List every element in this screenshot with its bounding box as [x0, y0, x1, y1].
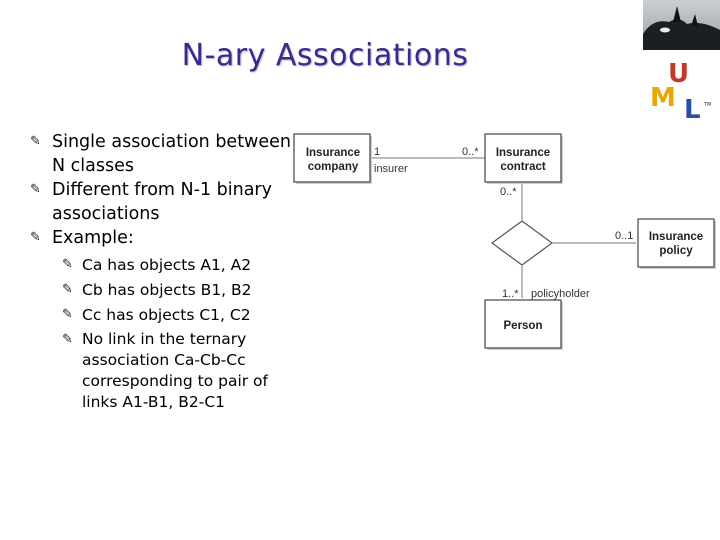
- sub-bullet-item: ✎ Cc has objects C1, C2: [62, 304, 300, 326]
- pencil-bullet-icon: ✎: [62, 307, 73, 322]
- uml-tm: TM: [703, 102, 711, 108]
- multiplicity-label: 0..*: [462, 146, 479, 158]
- class-name-line: Insurance: [649, 231, 703, 243]
- multiplicity-label: 0..1: [615, 230, 633, 242]
- class-person: [484, 299, 562, 349]
- pencil-bullet-icon: ✎: [62, 332, 73, 347]
- sub-bullet-item: ✎ Ca has objects A1, A2: [62, 254, 300, 276]
- page-title: N-ary Associations: [181, 38, 469, 73]
- multiplicity-label: 1: [374, 146, 380, 158]
- sub-bullet-text: Cc has objects C1, C2: [82, 306, 251, 324]
- bullet-text: Single association between N classes: [52, 132, 291, 176]
- multiplicity-label: 1..*: [502, 288, 519, 300]
- role-label: policyholder: [531, 288, 590, 300]
- multiplicity-label: 0..*: [500, 186, 517, 198]
- sub-bullet-text: Ca has objects A1, A2: [82, 256, 252, 274]
- class-name-line: Person: [504, 320, 543, 332]
- bullet-text: Different from N-1 binary associations: [52, 180, 272, 224]
- pencil-bullet-icon: ✎: [62, 282, 73, 297]
- role-label: insurer: [374, 163, 408, 175]
- bullet-item: ✎ Single association between N classes: [30, 130, 300, 178]
- class-name-line: contract: [500, 161, 546, 173]
- bullet-list: ✎ Single association between N classes ✎…: [30, 130, 300, 413]
- sub-bullet-list: ✎ Ca has objects A1, A2 ✎ Cb has objects…: [62, 254, 300, 413]
- bullet-item: ✎ Different from N-1 binary associations: [30, 178, 300, 226]
- class-name-line: Insurance: [306, 147, 360, 159]
- class-name-line: company: [308, 161, 359, 173]
- pencil-bullet-icon: ✎: [30, 134, 41, 149]
- pencil-bullet-icon: ✎: [30, 230, 41, 245]
- sub-bullet-item: ✎ Cb has objects B1, B2: [62, 279, 300, 301]
- orca-photo: [643, 0, 720, 50]
- bullet-text: Example:: [52, 228, 134, 248]
- association-diamond: [490, 220, 554, 266]
- pencil-bullet-icon: ✎: [62, 257, 73, 272]
- class-name-line: policy: [659, 245, 693, 257]
- class-insurance-policy: [637, 218, 715, 268]
- uml-logo: U M L TM: [648, 56, 716, 125]
- sub-bullet-item: ✎ No link in the ternary association Ca-…: [62, 329, 300, 413]
- sub-bullet-text: No link in the ternary association Ca-Cb…: [82, 330, 268, 411]
- pencil-bullet-icon: ✎: [30, 182, 41, 197]
- uml-ternary-diagram: Insurance company Insurance contract Ins…: [293, 133, 716, 350]
- class-name-line: Insurance: [496, 147, 550, 159]
- sub-bullet-text: Cb has objects B1, B2: [82, 281, 252, 299]
- bullet-item: ✎ Example:: [30, 226, 300, 250]
- uml-letter-m: M: [650, 83, 676, 113]
- class-insurance-company: [293, 133, 371, 183]
- uml-letter-l: L: [684, 95, 701, 124]
- class-insurance-contract: [484, 133, 562, 183]
- uml-letter-u: U: [668, 59, 689, 89]
